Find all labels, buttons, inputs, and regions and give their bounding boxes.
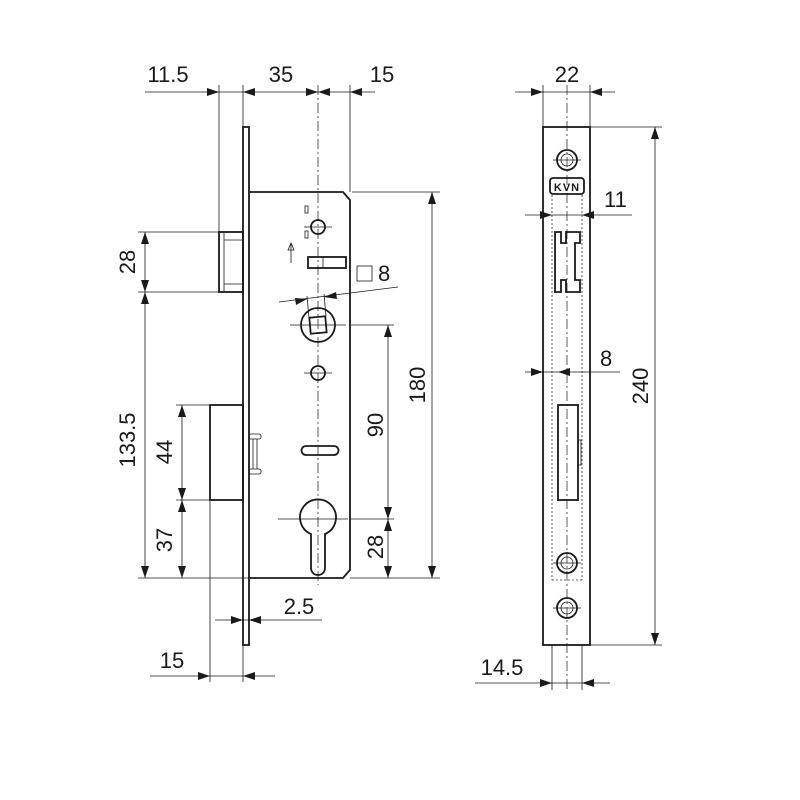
dim-deadbolt-throw: 15 [160,648,184,673]
brand-label: KVN [554,182,580,194]
dim-backset-offset: 11.5 [147,62,188,87]
marker [304,205,309,214]
auxiliary-latch [248,433,262,475]
screw-hole-bottom [553,552,581,574]
deadbolt [209,404,244,501]
dim-deadbolt-width: 8 [600,346,612,371]
dim-faceplate-width: 22 [555,62,579,87]
cylinder-cutout [299,498,337,576]
side-dimensions: 22 11 8 240 14.5 [475,62,662,690]
dim-square-follower: 8 [378,261,390,286]
dim-cylinder-to-bottom: 28 [363,535,388,559]
deadbolt-opening [557,404,579,501]
horizontal-slot [300,445,340,456]
dim-deadbolt-height: 44 [152,440,177,464]
latch-bolt [218,231,244,293]
faceplate [242,126,250,646]
marker [304,230,309,239]
screw-hole-top [553,149,581,171]
dim-deadbolt-to-bottom: 37 [152,528,177,552]
latch-opening [554,231,581,293]
dim-latch-height: 28 [115,250,140,274]
dim-latch-to-bottom: 133.5 [115,412,140,467]
brand-badge [549,177,585,195]
screw-hole-bottom-2 [553,597,581,619]
dim-follower-to-cylinder: 90 [363,413,388,437]
side-faceplate [542,126,591,646]
dim-faceplate-thickness: 2.5 [284,594,315,619]
dim-faceplate-length: 240 [628,368,653,405]
arrow-up-icon [287,241,295,263]
side-view: KVN [542,85,591,690]
dim-latch-width: 11 [604,187,627,212]
front-view [209,85,351,646]
dim-body-height: 180 [405,367,430,404]
lock-body [249,191,351,579]
front-dimensions: 11.5 35 15 28 133.5 44 37 180 90 28 [115,62,440,682]
slot [307,256,347,269]
dim-body-width: 14.5 [481,655,524,680]
dim-backset: 35 [269,62,293,87]
dim-body-edge: 15 [370,62,394,87]
square-follower [308,315,328,335]
square-symbol-icon [356,265,373,282]
